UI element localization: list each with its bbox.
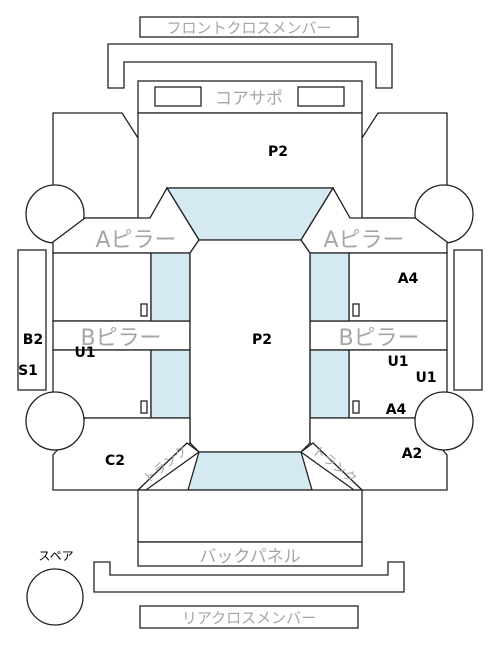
a-pillar-right-label: Aピラー [323,228,404,253]
rear-bumper[interactable] [93,561,405,593]
code-a4-front-right: A4 [398,271,419,287]
code-u1-right-a: U1 [387,354,408,370]
code-u1-right-b: U1 [415,370,436,386]
right-rocker[interactable] [453,249,483,391]
hood-code: P2 [268,144,288,160]
code-b2-left: B2 [23,332,43,348]
rear-right-wheel[interactable] [414,391,474,451]
back-panel[interactable] [137,541,363,567]
front-left-door[interactable] [52,252,152,322]
right-front-window[interactable] [309,252,350,322]
right-rear-window[interactable] [309,349,350,419]
a-pillar-left-label: Aピラー [95,228,176,253]
code-a4-right-rocker: A4 [386,402,407,418]
b-pillar-left-label: Bピラー [80,326,161,351]
spare-tire[interactable] [26,568,84,626]
rear-cross-member-label: リアクロスメンバー [182,609,316,627]
front-cross-member-label: フロントクロスメンバー [166,19,331,37]
roof[interactable] [189,239,311,453]
front-right-door[interactable] [348,252,448,322]
trunk-lid[interactable] [137,489,363,543]
front-right-door-handle[interactable] [352,303,360,317]
core-support-label: コアサポ [215,89,283,109]
front-bumper[interactable] [107,43,393,89]
headlight-right[interactable] [297,86,345,107]
code-s1-left: S1 [18,363,38,379]
front-left-door-handle[interactable] [140,303,148,317]
left-rocker[interactable] [17,249,47,391]
rear-right-door-handle[interactable] [352,400,360,414]
b-pillar-right[interactable] [309,320,448,351]
b-pillar-right-label: Bピラー [338,326,419,351]
left-rear-window[interactable] [150,349,191,419]
headlight-left[interactable] [154,86,202,107]
rear-cross-member-box[interactable] [139,605,359,629]
back-panel-label: バックパネル [199,547,300,567]
b-pillar-left[interactable] [52,320,191,351]
code-c2-left-quarter: C2 [105,453,125,469]
left-front-window[interactable] [150,252,191,322]
rear-left-wheel[interactable] [25,391,85,451]
rear-left-door-handle[interactable] [140,400,148,414]
code-a2-right-quarter: A2 [402,446,423,462]
front-cross-member-box[interactable] [139,16,359,38]
code-u1-left: U1 [74,345,95,361]
spare-label: スペア [38,549,73,563]
roof-code: P2 [252,332,272,348]
rear-window[interactable] [187,451,313,491]
